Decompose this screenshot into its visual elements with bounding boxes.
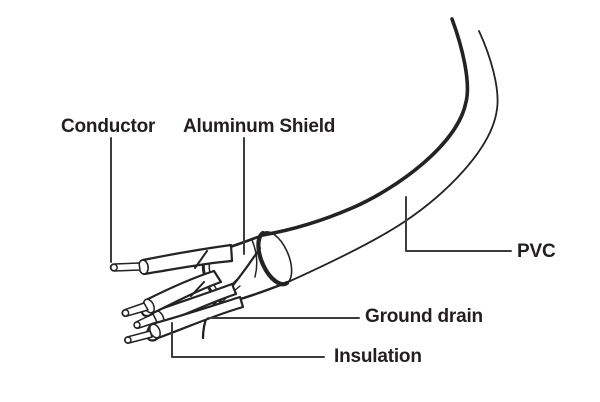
strand-details [190, 250, 208, 297]
pvc-jacket-drawing [261, 17, 499, 284]
wire-b-drawing [121, 269, 223, 318]
jacket-inner-edge [287, 30, 499, 283]
jacket-opening-rim [256, 230, 290, 287]
insulation-label: Insulation [334, 346, 422, 367]
wire-b-tip [121, 309, 130, 317]
strand-tick-between-wires [190, 281, 205, 297]
wire-d-drawing [124, 295, 245, 344]
wire-b-insulation [140, 269, 223, 318]
pvc-label: PVC [517, 241, 556, 262]
conductor-label: Conductor [61, 116, 156, 137]
wire-a-tip [110, 263, 118, 272]
ground-drain-label: Ground drain [365, 306, 483, 327]
leader-lines [110, 137, 512, 358]
pvc-leader-line [405, 196, 512, 252]
aluminum-shield-label: Aluminum Shield [183, 116, 336, 137]
wire-d-tip [124, 336, 132, 344]
insulation-leader-line [171, 322, 325, 358]
jacket-opening-inner-rim [262, 231, 293, 284]
wire-c-tip [133, 321, 141, 329]
strand-tick-over-wire-a [194, 250, 208, 269]
shield-wrap-seam [251, 239, 258, 278]
jacket-outer-edge [261, 17, 470, 237]
